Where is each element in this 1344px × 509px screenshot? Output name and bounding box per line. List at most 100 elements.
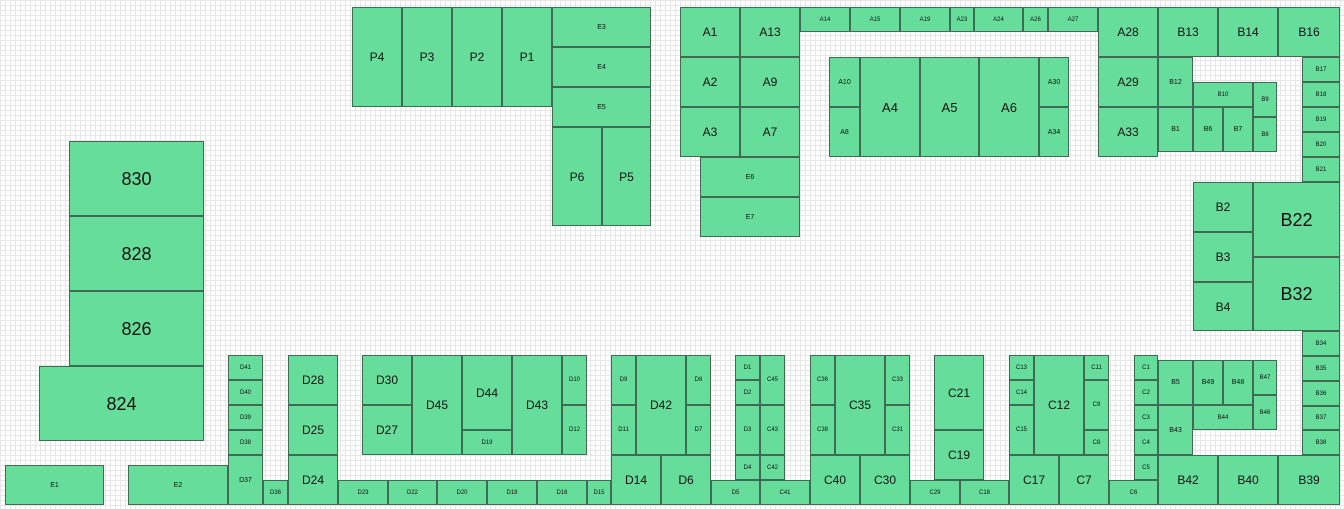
room-b7: B7 [1223, 107, 1253, 152]
room-b16: B16 [1278, 7, 1340, 57]
room-c42: C42 [760, 455, 785, 480]
room-c38: C38 [810, 405, 835, 455]
room-d40: D40 [228, 380, 263, 405]
room-a34: A34 [1039, 107, 1069, 157]
room-d1: D1 [735, 355, 760, 380]
room-e7: E7 [700, 197, 800, 237]
room-b46: B46 [1253, 395, 1277, 430]
room-828: 828 [69, 216, 204, 291]
room-c31: C31 [885, 405, 910, 455]
room-d24: D24 [288, 455, 338, 505]
room-c4: C4 [1134, 430, 1158, 455]
room-d15: D15 [587, 480, 611, 505]
room-c36: C36 [810, 355, 835, 405]
room-c5: C5 [1134, 455, 1158, 480]
room-d19: D19 [462, 430, 512, 455]
room-d4: D4 [735, 455, 760, 480]
room-p5: P5 [602, 127, 651, 226]
room-b13: B13 [1158, 7, 1218, 57]
room-e6: E6 [700, 157, 800, 197]
room-c35: C35 [835, 355, 885, 455]
room-a7: A7 [740, 107, 800, 157]
room-d41: D41 [228, 355, 263, 380]
room-d10: D10 [562, 355, 587, 405]
room-a6: A6 [979, 57, 1039, 157]
room-c43: C43 [760, 405, 785, 455]
room-b3: B3 [1193, 232, 1253, 282]
room-d45: D45 [412, 355, 462, 455]
room-b4: B4 [1193, 282, 1253, 331]
room-d22: D22 [388, 480, 437, 505]
room-824: 824 [39, 366, 204, 441]
room-d28: D28 [288, 355, 338, 405]
room-a2: A2 [680, 57, 740, 107]
room-d25: D25 [288, 405, 338, 455]
room-b22: B22 [1253, 182, 1340, 257]
room-d36: D36 [263, 480, 288, 505]
room-b34: B34 [1302, 331, 1340, 356]
room-d37: D37 [228, 455, 263, 505]
room-b48: B48 [1223, 360, 1253, 405]
room-b12: B12 [1158, 57, 1193, 107]
room-b36: B36 [1302, 381, 1340, 406]
room-b19: B19 [1302, 107, 1340, 132]
room-a24: A24 [974, 7, 1023, 32]
room-b18: B18 [1302, 82, 1340, 107]
room-b20: B20 [1302, 132, 1340, 157]
room-c8: C8 [1084, 430, 1109, 455]
room-c11: C11 [1084, 355, 1109, 380]
room-830: 830 [69, 141, 204, 216]
room-a4: A4 [860, 57, 920, 157]
room-b42: B42 [1158, 455, 1218, 505]
room-b47: B47 [1253, 360, 1277, 395]
room-a8: A8 [829, 107, 860, 157]
room-b10: B10 [1193, 82, 1253, 107]
room-e3: E3 [552, 7, 651, 47]
room-a30: A30 [1039, 57, 1069, 107]
room-d16: D16 [537, 480, 587, 505]
room-c7: C7 [1059, 455, 1109, 505]
room-c3: C3 [1134, 405, 1158, 430]
room-d6: D6 [661, 455, 711, 505]
room-b8: B8 [1253, 117, 1277, 152]
room-c18: C18 [960, 480, 1009, 505]
room-a26: A26 [1023, 7, 1048, 32]
room-a33: A33 [1098, 107, 1158, 157]
room-e1: E1 [5, 465, 104, 505]
room-d7: D7 [686, 405, 711, 455]
room-b32: B32 [1253, 257, 1340, 331]
room-p4: P4 [352, 7, 402, 107]
room-a9: A9 [740, 57, 800, 107]
room-d30: D30 [362, 355, 412, 405]
room-d8: D8 [686, 355, 711, 405]
room-c13: C13 [1009, 355, 1034, 380]
room-p2: P2 [452, 7, 502, 107]
room-c21: C21 [934, 355, 984, 430]
room-c29: C29 [910, 480, 960, 505]
room-d42: D42 [636, 355, 686, 455]
room-d9: D9 [611, 355, 636, 405]
room-c19: C19 [934, 430, 984, 480]
room-d23: D23 [338, 480, 388, 505]
room-d12: D12 [562, 405, 587, 455]
room-d14: D14 [611, 455, 661, 505]
room-a27: A27 [1048, 7, 1098, 32]
room-p3: P3 [402, 7, 452, 107]
room-b5: B5 [1158, 360, 1193, 405]
room-c1: C1 [1134, 355, 1158, 380]
room-c14: C14 [1009, 380, 1034, 405]
room-c17: C17 [1009, 455, 1059, 505]
room-d11: D11 [611, 405, 636, 455]
room-a14: A14 [800, 7, 850, 32]
room-d5: D5 [711, 480, 760, 505]
room-a15: A15 [850, 7, 900, 32]
room-826: 826 [69, 291, 204, 366]
room-d43: D43 [512, 355, 562, 455]
room-c33: C33 [885, 355, 910, 405]
room-c41: C41 [760, 480, 810, 505]
room-b40: B40 [1218, 455, 1278, 505]
room-d38: D38 [228, 430, 263, 455]
room-e4: E4 [552, 47, 651, 87]
room-a29: A29 [1098, 57, 1158, 107]
room-c40: C40 [810, 455, 860, 505]
